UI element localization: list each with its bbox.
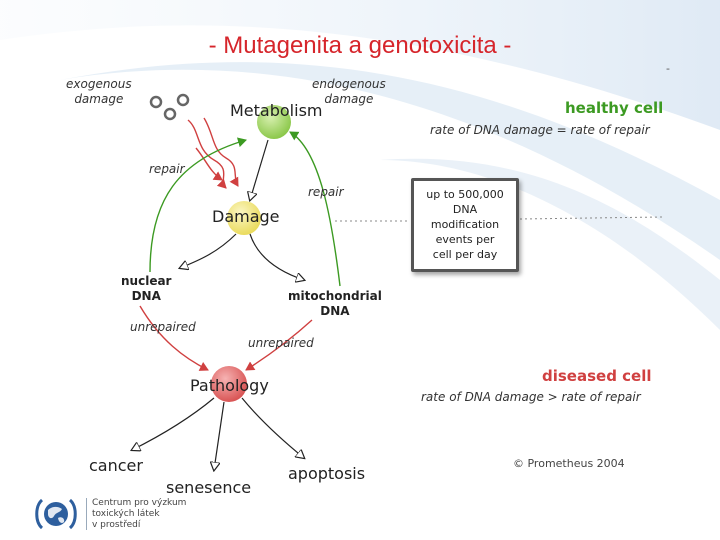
repair-left-label: repair: [149, 162, 185, 176]
molecule-icon: [149, 93, 190, 121]
endogenous-label: endogenous damage: [312, 77, 386, 106]
pathology-to-apoptosis-arrow: [241, 397, 304, 458]
copyright-text: © Prometheus 2004: [513, 457, 625, 470]
corner-mark: -: [666, 62, 670, 75]
logo-separator: [86, 498, 87, 530]
repair-right-arrow: [289, 131, 341, 287]
damage-label: Damage: [212, 207, 280, 226]
damage-node: [227, 201, 261, 235]
senesence-label: senesence: [166, 478, 252, 497]
exogenous-damage-arrows: [187, 117, 239, 189]
nuclear-dna-label: nuclear DNA: [121, 274, 172, 303]
damage-to-mito-arrow: [249, 233, 304, 280]
metabolism-to-damage-arrow: [250, 139, 269, 200]
dna-events-note: up to 500,000 DNA modification events pe…: [411, 178, 519, 272]
repair-right-label: repair: [308, 185, 344, 199]
pathology-label: Pathology: [190, 376, 269, 395]
diseased-cell-heading: diseased cell: [542, 367, 652, 385]
exogenous-label: exogenous damage: [66, 77, 132, 106]
unrepaired-left-label: unrepaired: [130, 320, 196, 334]
diseased-rate-text: rate of DNA damage > rate of repair: [421, 390, 641, 404]
apoptosis-label: apoptosis: [288, 464, 366, 483]
recetox-logo-icon: [35, 498, 77, 530]
mito-dna-label: mitochondrial DNA: [288, 289, 382, 318]
pathology-to-senesence-arrow: [214, 401, 225, 470]
healthy-rate-text: rate of DNA damage = rate of repair: [430, 123, 650, 137]
unrepaired-right-label: unrepaired: [248, 336, 314, 350]
pathology-to-cancer-arrow: [132, 397, 215, 450]
repair-left-arrow: [149, 137, 247, 273]
pathology-node: [211, 366, 247, 402]
metabolism-node: [257, 105, 291, 139]
logo-text: Centrum pro výzkum toxických látek v pro…: [92, 498, 187, 530]
slide-title: - Mutagenita a genotoxicita -: [208, 32, 512, 59]
healthy-cell-heading: healthy cell: [565, 99, 664, 117]
cancer-label: cancer: [89, 456, 143, 475]
note-connector-right: [519, 216, 663, 220]
unrepaired-left-arrow: [139, 305, 209, 371]
damage-to-nuclear-arrow: [180, 233, 237, 268]
unrepaired-right-arrow: [245, 319, 313, 371]
metabolism-label: Metabolism: [230, 101, 323, 120]
